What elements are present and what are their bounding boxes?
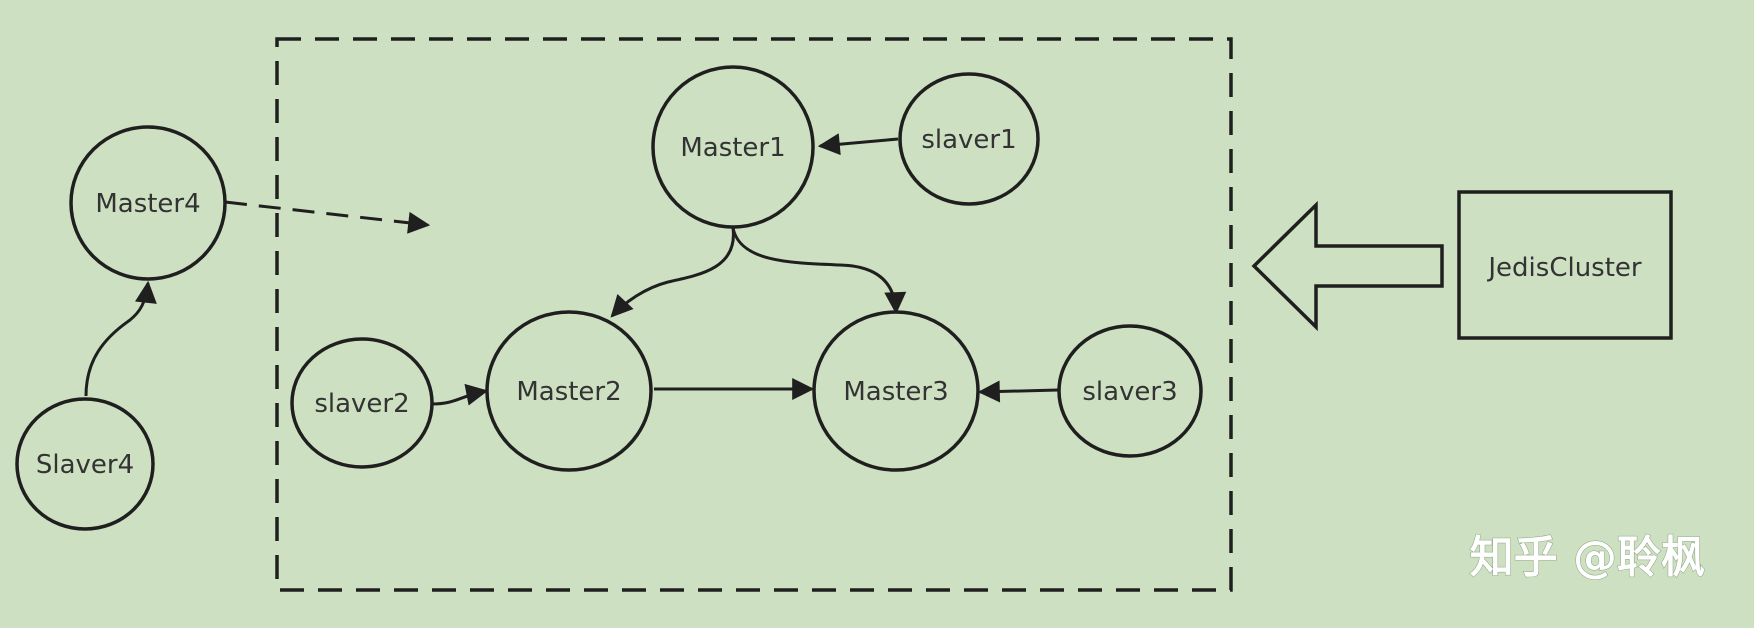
- node-jediscluster: JedisCluster: [1457, 190, 1673, 340]
- edge-slaver2-to-master2: [431, 383, 489, 406]
- node-label-master4: Master4: [95, 189, 200, 219]
- node-label-slaver4: Slaver4: [36, 450, 134, 480]
- edge-slaver3-to-master3: [977, 380, 1059, 403]
- edge-master1-to-master3: [731, 227, 907, 315]
- node-slaver2: slaver2: [290, 337, 434, 469]
- node-master1: Master1: [651, 65, 815, 229]
- node-label-slaver1: slaver1: [921, 125, 1016, 155]
- edge-master4-to-cluster-dashed: [224, 200, 431, 234]
- node-label-jediscluster: JedisCluster: [1486, 253, 1642, 283]
- node-label-master1: Master1: [680, 133, 785, 163]
- node-slaver4: Slaver4: [15, 397, 155, 531]
- edge-slaver4-to-master4: [84, 280, 157, 397]
- edge-slaver1-to-master1: [817, 133, 899, 156]
- node-slaver1: slaver1: [898, 72, 1040, 206]
- node-slaver3: slaver3: [1057, 324, 1203, 458]
- node-label-master2: Master2: [516, 377, 621, 407]
- node-master4: Master4: [69, 125, 227, 281]
- jediscluster-hollow-arrow: [1251, 200, 1444, 332]
- edge-master1-to-master2: [610, 227, 735, 318]
- node-label-master3: Master3: [843, 377, 948, 407]
- watermark-text: 知乎 @聆枫: [1470, 532, 1705, 583]
- node-label-slaver3: slaver3: [1082, 377, 1177, 407]
- cluster-boundary: [275, 37, 1233, 592]
- node-label-slaver2: slaver2: [314, 389, 409, 419]
- node-master2: Master2: [485, 310, 653, 472]
- node-master3: Master3: [812, 310, 980, 472]
